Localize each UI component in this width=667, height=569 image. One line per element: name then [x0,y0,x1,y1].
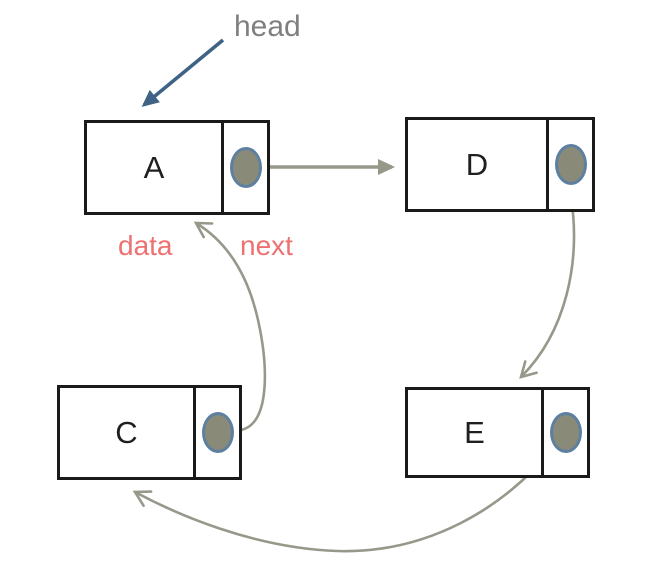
node-e-value: E [464,415,485,450]
node-d-pointer-dot-icon [554,144,587,185]
node-d: D [405,117,595,212]
node-a-next-cell [224,123,267,212]
node-a: A [84,120,270,215]
node-a-data-cell: A [87,123,224,212]
node-c-data-cell: C [60,388,196,477]
next-field-label: next [240,230,293,261]
node-d-value: D [465,147,489,182]
data-field-label: data [118,230,173,261]
arrow-d-to-e [519,194,582,379]
node-e: E [405,387,590,478]
node-e-data-cell: E [408,390,544,475]
node-e-pointer-dot-icon [549,412,582,453]
arrow-c-to-a [193,221,267,432]
node-c-next-cell [196,388,239,477]
node-d-data-cell: D [408,120,549,209]
node-c-pointer-dot-icon [201,412,234,453]
node-e-next-cell [544,390,587,475]
node-a-value: A [143,150,165,185]
node-c: C [57,385,242,480]
arrow-head-to-a [141,38,225,107]
node-c-value: C [115,415,138,450]
node-d-next-cell [549,120,592,209]
arrow-e-to-c [132,443,560,553]
head-label: head [234,10,301,43]
node-a-pointer-dot-icon [229,147,262,188]
